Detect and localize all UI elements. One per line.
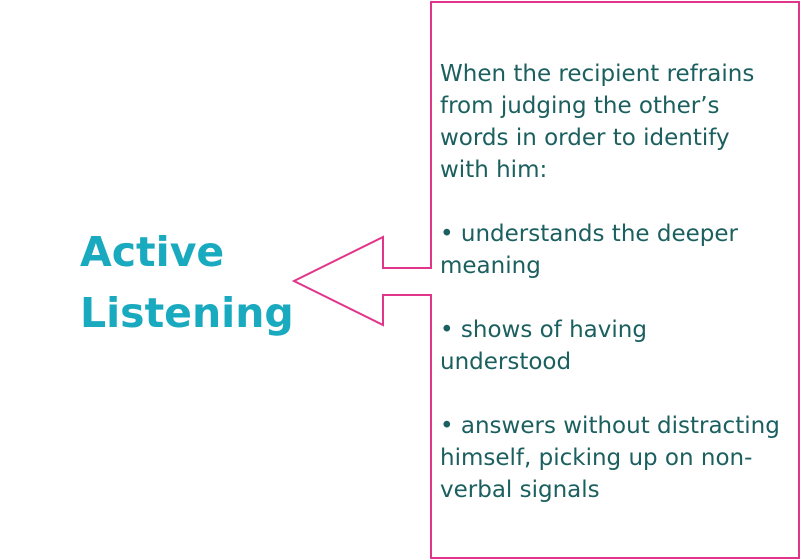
description-text-block: When the recipient refrains from judging… (440, 58, 795, 506)
intro-line: from judging the other’s (440, 93, 720, 119)
bullet-line: • shows of having (440, 317, 647, 343)
topic-title: Active Listening (80, 222, 294, 344)
bullet-item: • shows of having understood (440, 314, 795, 378)
bullet-line: himself, picking up on non- (440, 445, 753, 471)
intro-line: with him: (440, 157, 548, 183)
topic-title-line: Listening (80, 289, 294, 337)
bullet-item: • answers without distracting himself, p… (440, 410, 795, 506)
bullet-list: • understands the deeper meaning • shows… (440, 218, 795, 506)
intro-line: When the recipient refrains (440, 61, 755, 87)
bullet-line: verbal signals (440, 477, 600, 503)
intro-paragraph: When the recipient refrains from judging… (440, 58, 795, 186)
bullet-line: meaning (440, 253, 541, 279)
bullet-line: • understands the deeper (440, 221, 738, 247)
arrow-callout-path (291, 1, 800, 559)
topic-title-line: Active (80, 228, 225, 276)
intro-line: words in order to identify (440, 125, 730, 151)
bullet-item: • understands the deeper meaning (440, 218, 795, 282)
bullet-line: • answers without distracting (440, 413, 780, 439)
bullet-line: understood (440, 349, 572, 375)
